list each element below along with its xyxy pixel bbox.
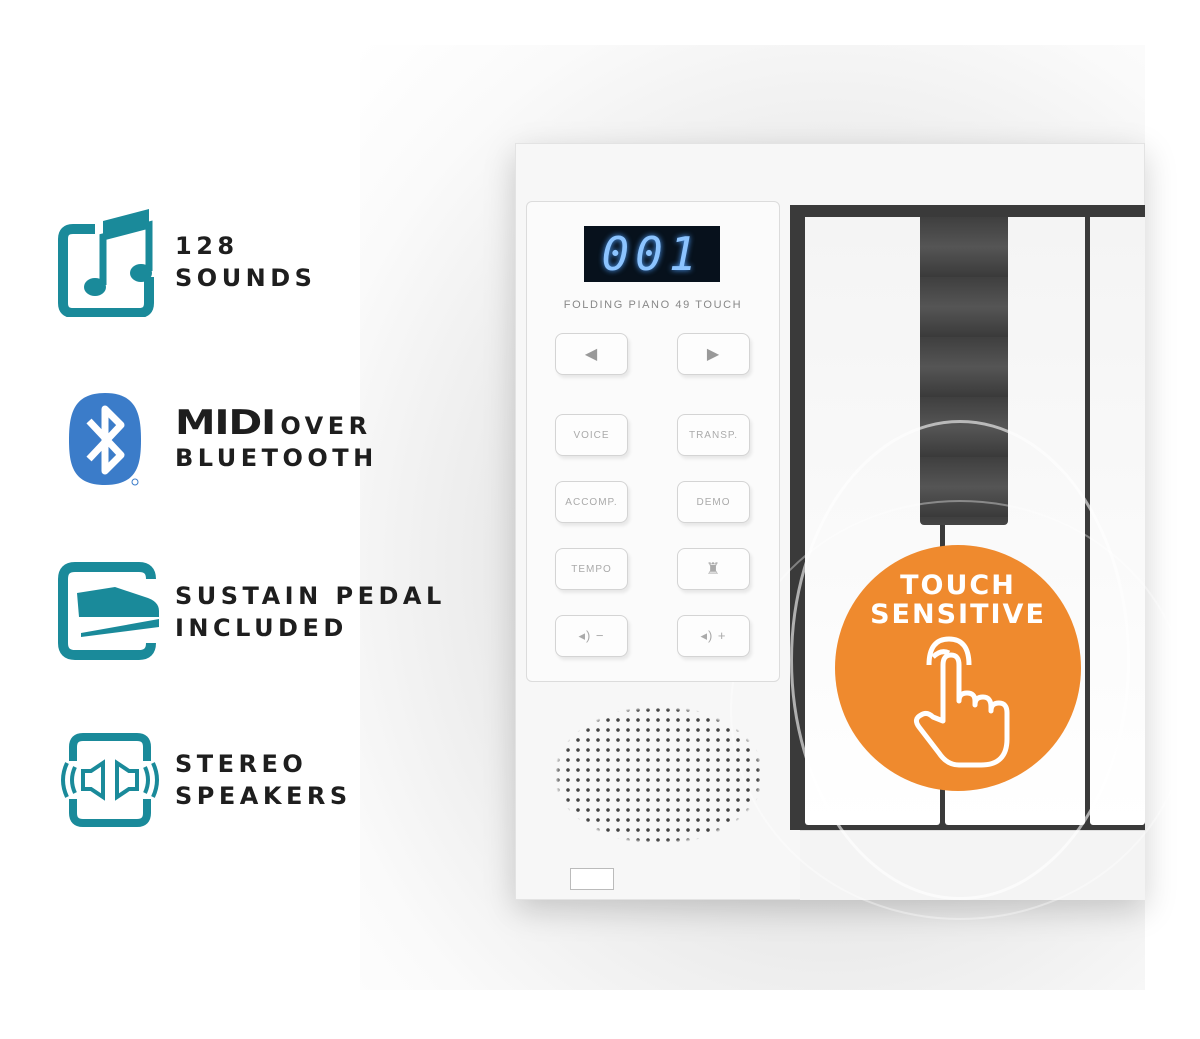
- feature-line: BLUETOOTH: [175, 443, 378, 472]
- feature-line: STEREO: [175, 750, 308, 778]
- metronome-button[interactable]: ♜: [677, 548, 750, 590]
- model-label: FOLDING PIANO 49 TOUCH: [563, 299, 743, 311]
- badge-line: SENSITIVE: [870, 599, 1046, 630]
- feature-line: SUSTAIN PEDAL: [175, 582, 446, 610]
- feature-line: INCLUDED: [175, 614, 348, 642]
- accomp-button[interactable]: ACCOMP.: [555, 481, 628, 523]
- speaker-grill: [553, 705, 765, 845]
- feature-sustain-pedal: SUSTAIN PEDAL INCLUDED: [55, 557, 446, 667]
- badge-line: TOUCH: [900, 570, 1016, 601]
- feature-line: SOUNDS: [175, 264, 317, 292]
- ripple-ring: [730, 500, 1190, 920]
- tempo-button[interactable]: TEMPO: [555, 548, 628, 590]
- midi-logo: MIDI: [175, 402, 276, 443]
- stereo-speakers-icon: [61, 733, 159, 827]
- feature-line: SPEAKERS: [175, 782, 352, 810]
- demo-button[interactable]: DEMO: [677, 481, 750, 523]
- sustain-pedal-icon: [58, 562, 159, 660]
- next-button[interactable]: ▶: [677, 333, 750, 375]
- feature-line: 128: [175, 232, 239, 260]
- volume-down-button[interactable]: ◂) −: [555, 615, 628, 657]
- feature-line: OVER: [280, 411, 372, 440]
- touch-hand-icon: [913, 636, 1010, 768]
- bluetooth-icon: [69, 393, 141, 486]
- volume-up-button[interactable]: ◂) +: [677, 615, 750, 657]
- music-note-icon: [58, 209, 154, 317]
- voice-button[interactable]: VOICE: [555, 414, 628, 456]
- feature-stereo-speakers: STEREO SPEAKERS: [55, 725, 352, 835]
- port-cover: [570, 868, 614, 890]
- led-display: 001: [584, 226, 720, 282]
- prev-button[interactable]: ◀: [555, 333, 628, 375]
- transpose-button[interactable]: TRANSP.: [677, 414, 750, 456]
